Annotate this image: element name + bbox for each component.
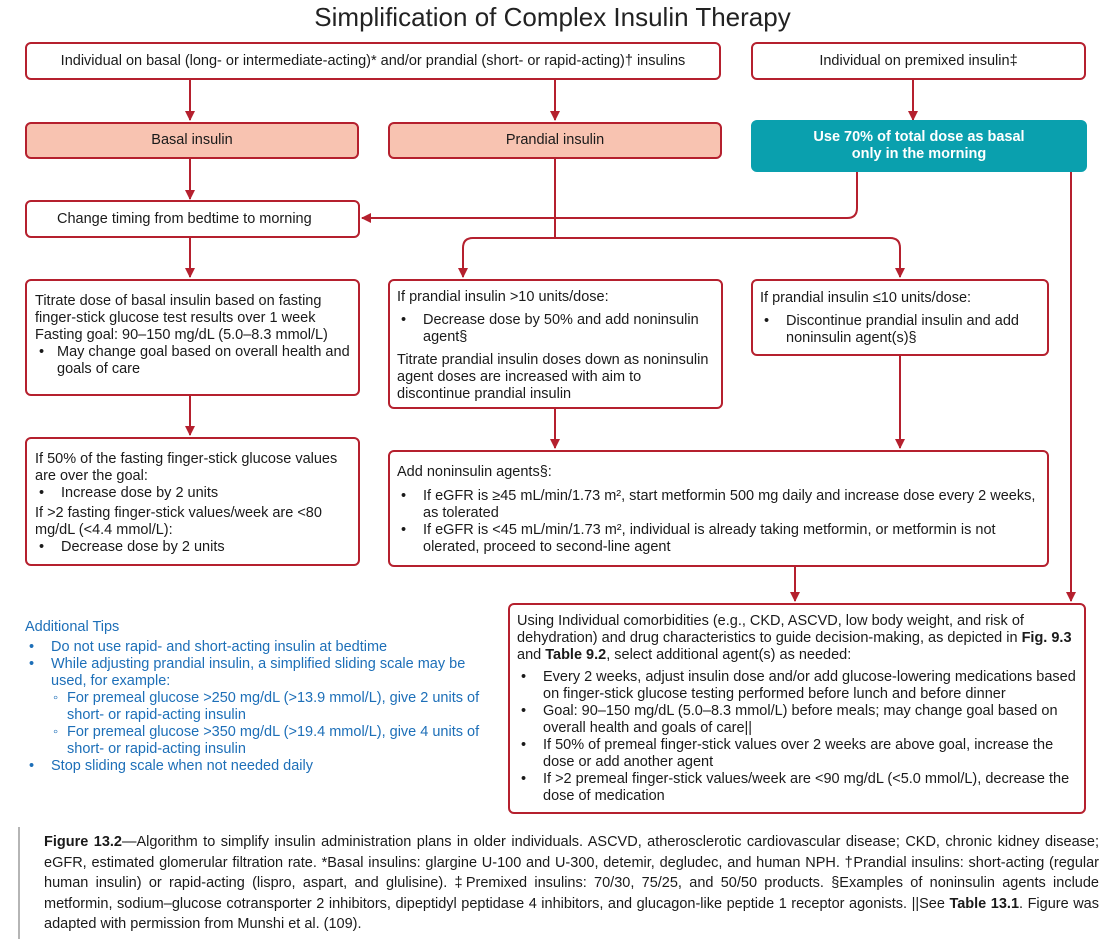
prandial-gt10-bullet: Decrease dose by 50% and add noninsulin …	[397, 312, 714, 346]
comorbidities-text-b: and	[517, 647, 546, 663]
box-basal-insulin: Basal insulin	[25, 122, 359, 159]
add-noninsulin-bullet2: If eGFR is <45 mL/min/1.73 m², individua…	[397, 522, 1040, 556]
additional-tips: Additional Tips Do not use rapid- and sh…	[25, 619, 485, 775]
tips-subitem: For premeal glucose >250 mg/dL (>13.9 mm…	[51, 690, 485, 724]
tips-item: While adjusting prandial insulin, a simp…	[25, 656, 485, 758]
tips-heading: Additional Tips	[25, 619, 120, 635]
table-ref: Table 9.2	[545, 647, 607, 663]
fasting-adjust-text2: If >2 fasting finger-stick values/week a…	[35, 505, 322, 538]
box-comorbidities: Using Individual comorbidities (e.g., CK…	[508, 603, 1086, 814]
titrate-text: Titrate dose of basal insulin based on f…	[35, 293, 322, 326]
box-prandial-insulin: Prandial insulin	[388, 122, 722, 159]
tips-item: Stop sliding scale when not needed daily	[25, 758, 485, 775]
prandial-le10-bullet: Discontinue prandial insulin and add non…	[760, 313, 1040, 347]
box-prandial-gt10: If prandial insulin >10 units/dose: Decr…	[388, 279, 723, 409]
caption-text-a: —Algorithm to simplify insulin administr…	[44, 834, 1099, 912]
box-individual-premixed: Individual on premixed insulin‡	[751, 42, 1086, 80]
arrow-use70-to-timing	[361, 172, 858, 223]
box-text: Prandial insulin	[505, 132, 605, 148]
diagram-title: Simplification of Complex Insulin Therap…	[314, 2, 791, 32]
box-text: Individual on premixed insulin‡	[819, 52, 1018, 69]
tips-subitem: For premeal glucose >350 mg/dL (>19.4 mm…	[51, 724, 485, 758]
tips-item: Do not use rapid- and short-acting insul…	[25, 639, 485, 656]
box-text-line1: Use 70% of total dose as basal	[813, 129, 1025, 145]
caption-table-ref: Table 13.1	[949, 895, 1020, 912]
comorbidities-bullet1: Every 2 weeks, adjust insulin dose and/o…	[517, 669, 1077, 703]
figure-caption: Figure 13.2—Algorithm to simplify insuli…	[44, 832, 1099, 935]
comorbidities-text-a: Using Individual comorbidities (e.g., CK…	[517, 613, 1024, 646]
fasting-goal: Fasting goal: 90–150 mg/dL (5.0–8.3 mmol…	[35, 327, 328, 343]
box-change-timing: Change timing from bedtime to morning	[25, 200, 360, 238]
comorbidities-bullet3: If 50% of premeal finger-stick values ov…	[517, 737, 1077, 771]
tips-item-text: While adjusting prandial insulin, a simp…	[51, 656, 466, 689]
goal-bullet: May change goal based on overall health …	[35, 344, 350, 378]
box-text: Basal insulin	[151, 132, 233, 148]
fasting-adjust-bullet1: Increase dose by 2 units	[35, 485, 350, 502]
prandial-gt10-text: Titrate prandial insulin doses down as n…	[397, 352, 709, 402]
box-text: Change timing from bedtime to morning	[57, 210, 312, 227]
fasting-adjust-bullet2: Decrease dose by 2 units	[35, 539, 350, 556]
comorbidities-bullet2: Goal: 90–150 mg/dL (5.0–8.3 mmol/L) befo…	[517, 703, 1077, 737]
fig-ref: Fig. 9.3	[1021, 630, 1072, 646]
caption-label: Figure 13.2	[44, 834, 122, 850]
box-fasting-adjust: If 50% of the fasting finger-stick gluco…	[25, 437, 360, 566]
add-noninsulin-heading: Add noninsulin agents§:	[397, 464, 552, 480]
comorbidities-text-c: , select additional agent(s) as needed:	[606, 647, 852, 663]
prandial-le10-heading: If prandial insulin ≤10 units/dose:	[760, 290, 972, 306]
caption-text-b: . Figure was adapted with permission fro…	[44, 895, 1099, 933]
box-use-70-percent: Use 70% of total dose as basal only in t…	[751, 120, 1087, 172]
box-titrate-basal: Titrate dose of basal insulin based on f…	[25, 279, 360, 396]
box-text-line2: only in the morning	[851, 146, 987, 162]
arrow-prandial-split	[458, 237, 474, 278]
caption-divider	[18, 827, 20, 939]
box-prandial-le10: If prandial insulin ≤10 units/dose: Disc…	[751, 279, 1049, 356]
comorbidities-bullet4: If >2 premeal finger-stick values/week a…	[517, 771, 1077, 805]
add-noninsulin-bullet1: If eGFR is ≥45 mL/min/1.73 m², start met…	[397, 488, 1040, 522]
box-text: Individual on basal (long- or intermedia…	[60, 52, 686, 69]
prandial-gt10-heading: If prandial insulin >10 units/dose:	[397, 289, 609, 305]
box-add-noninsulin: Add noninsulin agents§: If eGFR is ≥45 m…	[388, 450, 1049, 567]
box-individual-basal-prandial: Individual on basal (long- or intermedia…	[25, 42, 721, 80]
comorbidities-text: Using Individual comorbidities (e.g., CK…	[517, 613, 1077, 664]
fasting-adjust-text1: If 50% of the fasting finger-stick gluco…	[35, 451, 338, 484]
arrow-prandial-left	[473, 237, 905, 278]
